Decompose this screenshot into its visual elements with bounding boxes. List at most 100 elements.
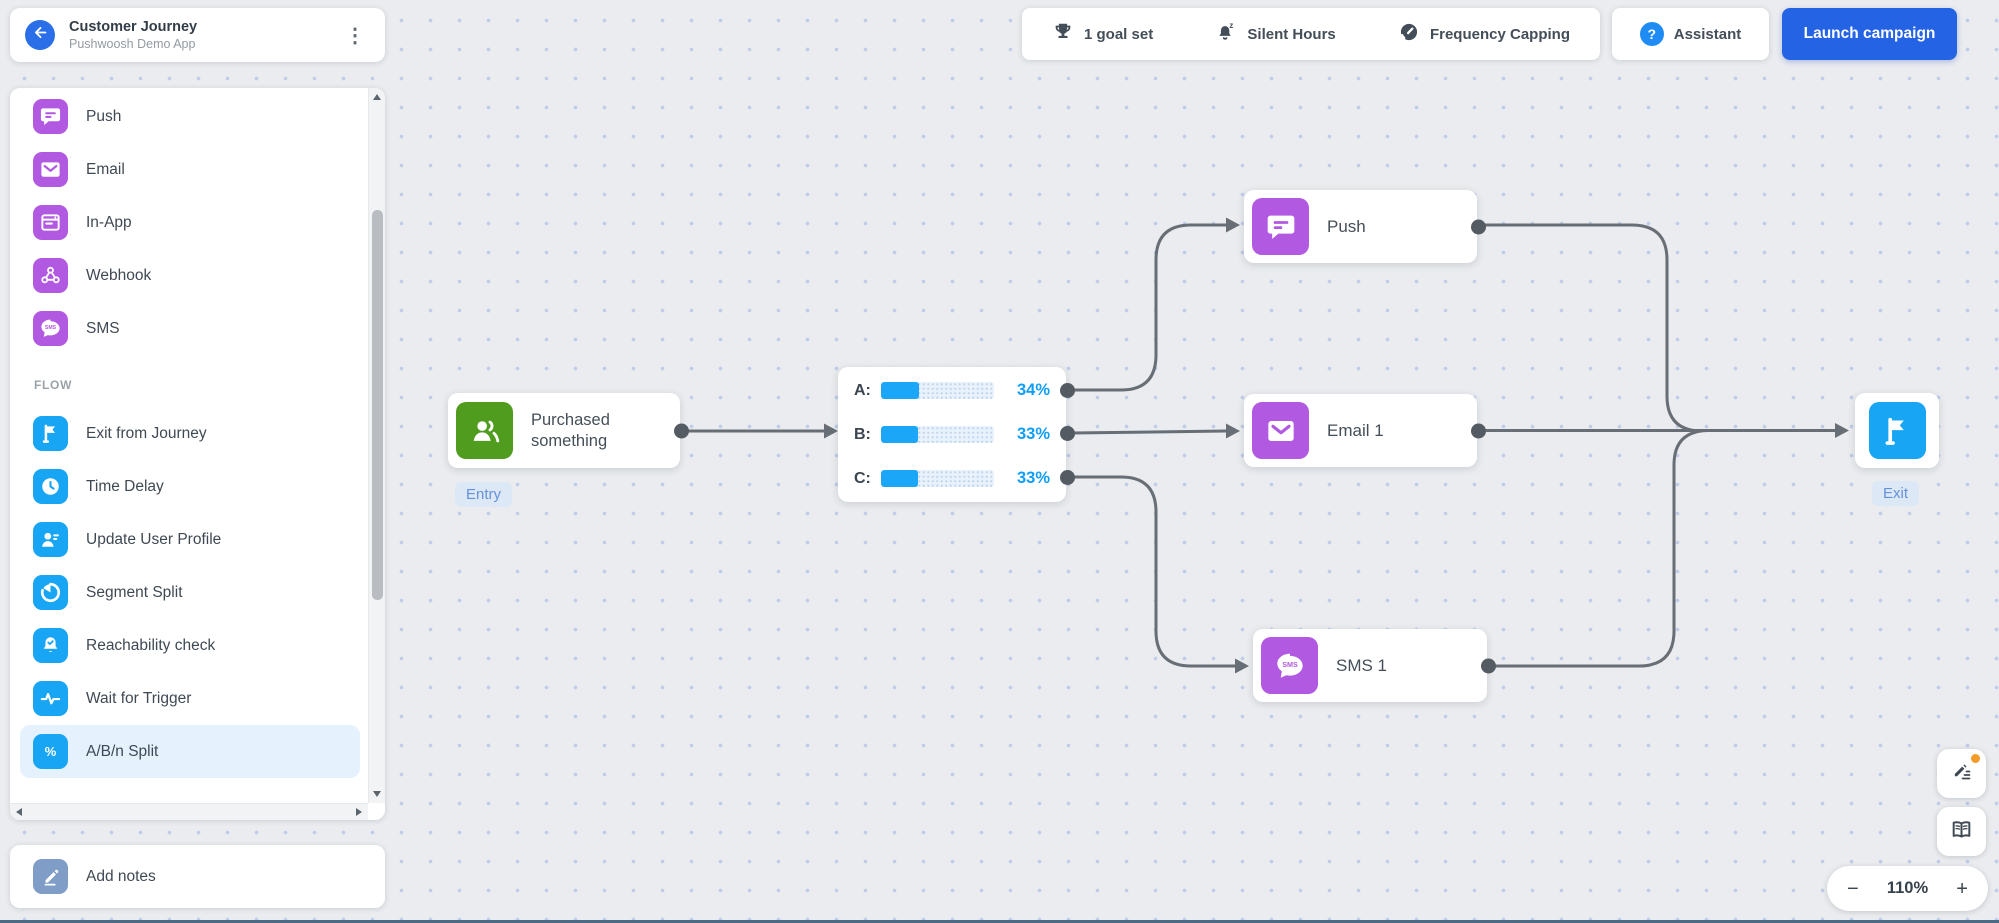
launch-campaign-button[interactable]: Launch campaign bbox=[1782, 8, 1957, 60]
split-percent: 33% bbox=[1016, 469, 1050, 487]
entry-node-label: Purchased something bbox=[531, 410, 610, 450]
sidebar-item-abn-split[interactable]: % A/B/n Split bbox=[20, 725, 360, 778]
user-edit-icon bbox=[33, 522, 68, 557]
entry-output-port[interactable] bbox=[674, 423, 689, 438]
sidebar-item-webhook[interactable]: Webhook bbox=[20, 249, 360, 302]
arrowhead-push-input bbox=[1226, 217, 1240, 233]
sidebar-item-label: A/B/n Split bbox=[86, 742, 159, 760]
scroll-left-icon[interactable] bbox=[16, 808, 22, 816]
journey-title-block: Customer Journey Pushwoosh Demo App bbox=[69, 19, 337, 51]
sidebar-item-exit-from-journey[interactable]: Exit from Journey bbox=[20, 407, 360, 460]
push-output-port[interactable] bbox=[1471, 219, 1486, 234]
svg-text:SMS: SMS bbox=[45, 325, 57, 331]
vertical-scroll-thumb[interactable] bbox=[372, 210, 383, 600]
entry-badge: Entry bbox=[455, 482, 513, 507]
abn-split-node[interactable]: A: 34% B: 33% C: 33% bbox=[838, 367, 1075, 502]
svg-text:z: z bbox=[1230, 21, 1234, 30]
sidebar-item-label: SMS bbox=[86, 319, 120, 337]
sidebar-item-label: Webhook bbox=[86, 266, 152, 284]
sidebar-item-push[interactable]: Push bbox=[20, 90, 360, 143]
sidebar-item-label: Update User Profile bbox=[86, 530, 222, 548]
split-row-label: A: bbox=[854, 381, 871, 399]
sidebar-item-label: Push bbox=[86, 107, 122, 125]
split-output-port-c[interactable] bbox=[1060, 469, 1075, 485]
email-output-port[interactable] bbox=[1471, 423, 1486, 438]
campaign-options-bar: 1 goal set z Silent Hours Frequency Capp… bbox=[1022, 8, 1600, 60]
push-node[interactable]: Push bbox=[1244, 190, 1486, 263]
sidebar-item-sms[interactable]: SMS SMS bbox=[20, 302, 360, 355]
split-output-port-a[interactable] bbox=[1060, 382, 1075, 398]
assistant-label: Assistant bbox=[1673, 25, 1742, 43]
email-icon bbox=[33, 152, 68, 187]
documentation-button[interactable] bbox=[1937, 807, 1986, 856]
sidebar-item-label: Reachability check bbox=[86, 636, 216, 654]
assistant-button[interactable]: ? Assistant bbox=[1612, 8, 1769, 60]
flow-section-heading: FLOW bbox=[34, 378, 73, 392]
journey-title: Customer Journey bbox=[69, 19, 198, 35]
back-button[interactable] bbox=[25, 20, 55, 50]
notification-dot bbox=[1971, 754, 1980, 763]
exit-node[interactable] bbox=[1855, 393, 1939, 468]
split-row-label: B: bbox=[854, 425, 871, 443]
changelog-button[interactable] bbox=[1937, 749, 1986, 798]
arrowhead-split-input bbox=[824, 423, 838, 439]
sidebar-item-time-delay[interactable]: Time Delay bbox=[20, 460, 360, 513]
sidebar-item-segment-split[interactable]: Segment Split bbox=[20, 566, 360, 619]
sidebar-item-label: Exit from Journey bbox=[86, 424, 207, 442]
flag-icon bbox=[1868, 402, 1926, 459]
percent-icon: % bbox=[33, 734, 68, 769]
arrowhead-sms-input bbox=[1235, 658, 1249, 674]
sidebar-item-wait-for-trigger[interactable]: Wait for Trigger bbox=[20, 672, 360, 725]
kebab-menu-icon[interactable]: ⋮ bbox=[345, 24, 365, 47]
zoom-out-button[interactable]: − bbox=[1847, 877, 1859, 900]
segment-split-icon bbox=[33, 575, 68, 610]
frequency-capping-button[interactable]: Frequency Capping bbox=[1398, 21, 1570, 47]
wire-sms-to-merge bbox=[1488, 429, 1710, 668]
email-node[interactable]: Email 1 bbox=[1244, 394, 1486, 467]
scroll-down-icon[interactable] bbox=[373, 791, 381, 797]
sidebar-item-email[interactable]: Email bbox=[20, 143, 360, 196]
sms-node[interactable]: SMS SMS 1 bbox=[1253, 629, 1496, 702]
bell-sleep-icon: z bbox=[1215, 21, 1237, 47]
book-icon bbox=[1949, 817, 1974, 847]
zoom-controls: − 110% + bbox=[1827, 866, 1988, 911]
sidebar-vertical-scrollbar[interactable] bbox=[368, 88, 385, 803]
add-notes-button[interactable]: Add notes bbox=[10, 845, 385, 908]
arrowhead-exit-input bbox=[1835, 423, 1849, 438]
webhook-icon bbox=[33, 258, 68, 293]
notes-pencil-icon bbox=[33, 859, 68, 894]
sidebar-horizontal-scrollbar[interactable] bbox=[10, 803, 368, 820]
zoom-in-button[interactable]: + bbox=[1956, 877, 1968, 900]
journey-header-card: Customer Journey Pushwoosh Demo App ⋮ bbox=[10, 8, 385, 62]
sms-icon: SMS bbox=[1261, 637, 1318, 694]
sidebar-item-label: Email bbox=[86, 160, 125, 178]
sidebar-item-label: Time Delay bbox=[86, 477, 164, 495]
sidebar-item-reachability-check[interactable]: Reachability check bbox=[20, 619, 360, 672]
flag-icon bbox=[33, 416, 68, 451]
gauge-icon bbox=[1398, 21, 1420, 47]
sidebar-item-inapp[interactable]: In-App bbox=[20, 196, 360, 249]
sidebar-item-update-user-profile[interactable]: Update User Profile bbox=[20, 513, 360, 566]
split-progress-fill bbox=[881, 382, 920, 399]
entry-node[interactable]: Purchased something bbox=[448, 393, 689, 468]
silent-hours-button[interactable]: z Silent Hours bbox=[1215, 21, 1336, 47]
split-row-c: C: 33% bbox=[854, 468, 1050, 489]
question-icon: ? bbox=[1639, 22, 1664, 46]
sms-output-port[interactable] bbox=[1481, 658, 1496, 673]
split-progress-track bbox=[881, 426, 994, 443]
inapp-icon bbox=[33, 205, 68, 240]
exit-badge: Exit bbox=[1872, 481, 1920, 506]
email-icon bbox=[1252, 402, 1309, 459]
goal-set-label: 1 goal set bbox=[1084, 25, 1154, 43]
scroll-up-icon[interactable] bbox=[373, 94, 381, 100]
goal-set-button[interactable]: 1 goal set bbox=[1052, 21, 1153, 47]
scroll-right-icon[interactable] bbox=[356, 808, 362, 816]
journey-subtitle: Pushwoosh Demo App bbox=[69, 37, 196, 51]
wire-push-to-merge bbox=[1481, 223, 1703, 433]
split-output-port-b[interactable] bbox=[1060, 425, 1075, 441]
sidebar-item-label: Wait for Trigger bbox=[86, 689, 192, 707]
push-icon bbox=[33, 99, 68, 134]
split-progress-fill bbox=[881, 426, 919, 443]
bell-check-icon bbox=[33, 628, 68, 663]
